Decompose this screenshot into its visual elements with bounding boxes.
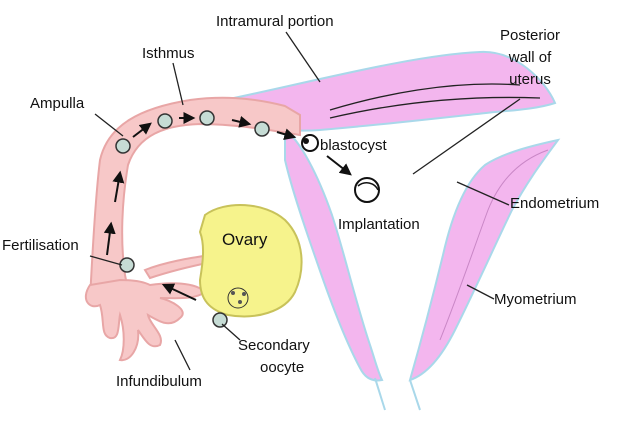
label-posterior-wall-line1: Posterior: [500, 27, 560, 44]
secondary-oocyte-cell: [212, 312, 228, 328]
label-secondary-oocyte-line1: Secondary: [238, 337, 310, 354]
myometrium-fibre: [329, 83, 521, 111]
label-posterior-wall-line2: wall of: [508, 49, 552, 66]
uterus-left-wall: [284, 128, 384, 382]
implanting-blastocyst-mass: [357, 182, 379, 191]
blastocyst-inner-mass: [303, 138, 309, 144]
embryo-cell-icon: [119, 257, 135, 273]
label-blastocyst: blastocyst: [320, 137, 388, 154]
myometrium-leader: [466, 284, 495, 300]
uterus-edge: [409, 379, 421, 411]
arrow-icon: [231, 115, 252, 128]
label-isthmus: Isthmus: [142, 45, 195, 62]
follicle-cell: [238, 300, 242, 304]
label-ovary: Ovary: [222, 230, 268, 249]
uterus-edge: [374, 377, 386, 411]
fertilisation-leader: [89, 255, 123, 266]
uterus-posterior-wall: [408, 138, 561, 382]
follicle-cell: [242, 292, 246, 296]
endometrium-leader: [456, 181, 510, 206]
label-implantation: Implantation: [338, 216, 420, 233]
fallopian-tube: [88, 96, 301, 301]
embryo-cell-icon: [115, 138, 131, 154]
isthmus-leader: [172, 62, 184, 106]
label-infundibulum: Infundibulum: [116, 373, 202, 390]
label-secondary-oocyte-line2: oocyte: [260, 359, 304, 376]
embryo-cell-icon: [157, 113, 173, 129]
ovary: [198, 204, 303, 318]
embryo-cell-icon: [254, 121, 270, 137]
arrow-icon: [112, 170, 125, 203]
endometrium-line: [439, 149, 549, 341]
myometrium-fibre: [329, 96, 541, 119]
label-fertilisation: Fertilisation: [2, 237, 79, 254]
arrow-icon: [276, 128, 297, 141]
arrow-icon: [132, 122, 152, 138]
arrow-icon: [103, 221, 116, 256]
intramural-leader: [285, 31, 321, 83]
embryo-cell-icon: [199, 110, 215, 126]
posterior-wall-leader: [412, 98, 521, 175]
follicle-cell: [231, 291, 235, 295]
implanting-blastocyst: [354, 177, 380, 203]
ampulla-leader: [94, 113, 124, 137]
label-myometrium: Myometrium: [494, 291, 577, 308]
secondary-oocyte-leader: [221, 323, 241, 341]
infundibulum: [84, 278, 207, 362]
arrow-icon: [326, 155, 352, 176]
label-ampulla: Ampulla: [30, 95, 85, 112]
infundibulum-leader: [174, 339, 191, 371]
follicle: [227, 287, 249, 309]
uterus-upper-wall: [207, 50, 557, 132]
label-posterior-wall-line3: uterus: [509, 71, 551, 88]
label-intramural-portion: Intramural portion: [216, 13, 334, 30]
label-endometrium: Endometrium: [510, 195, 599, 212]
arrow-icon: [161, 283, 197, 301]
